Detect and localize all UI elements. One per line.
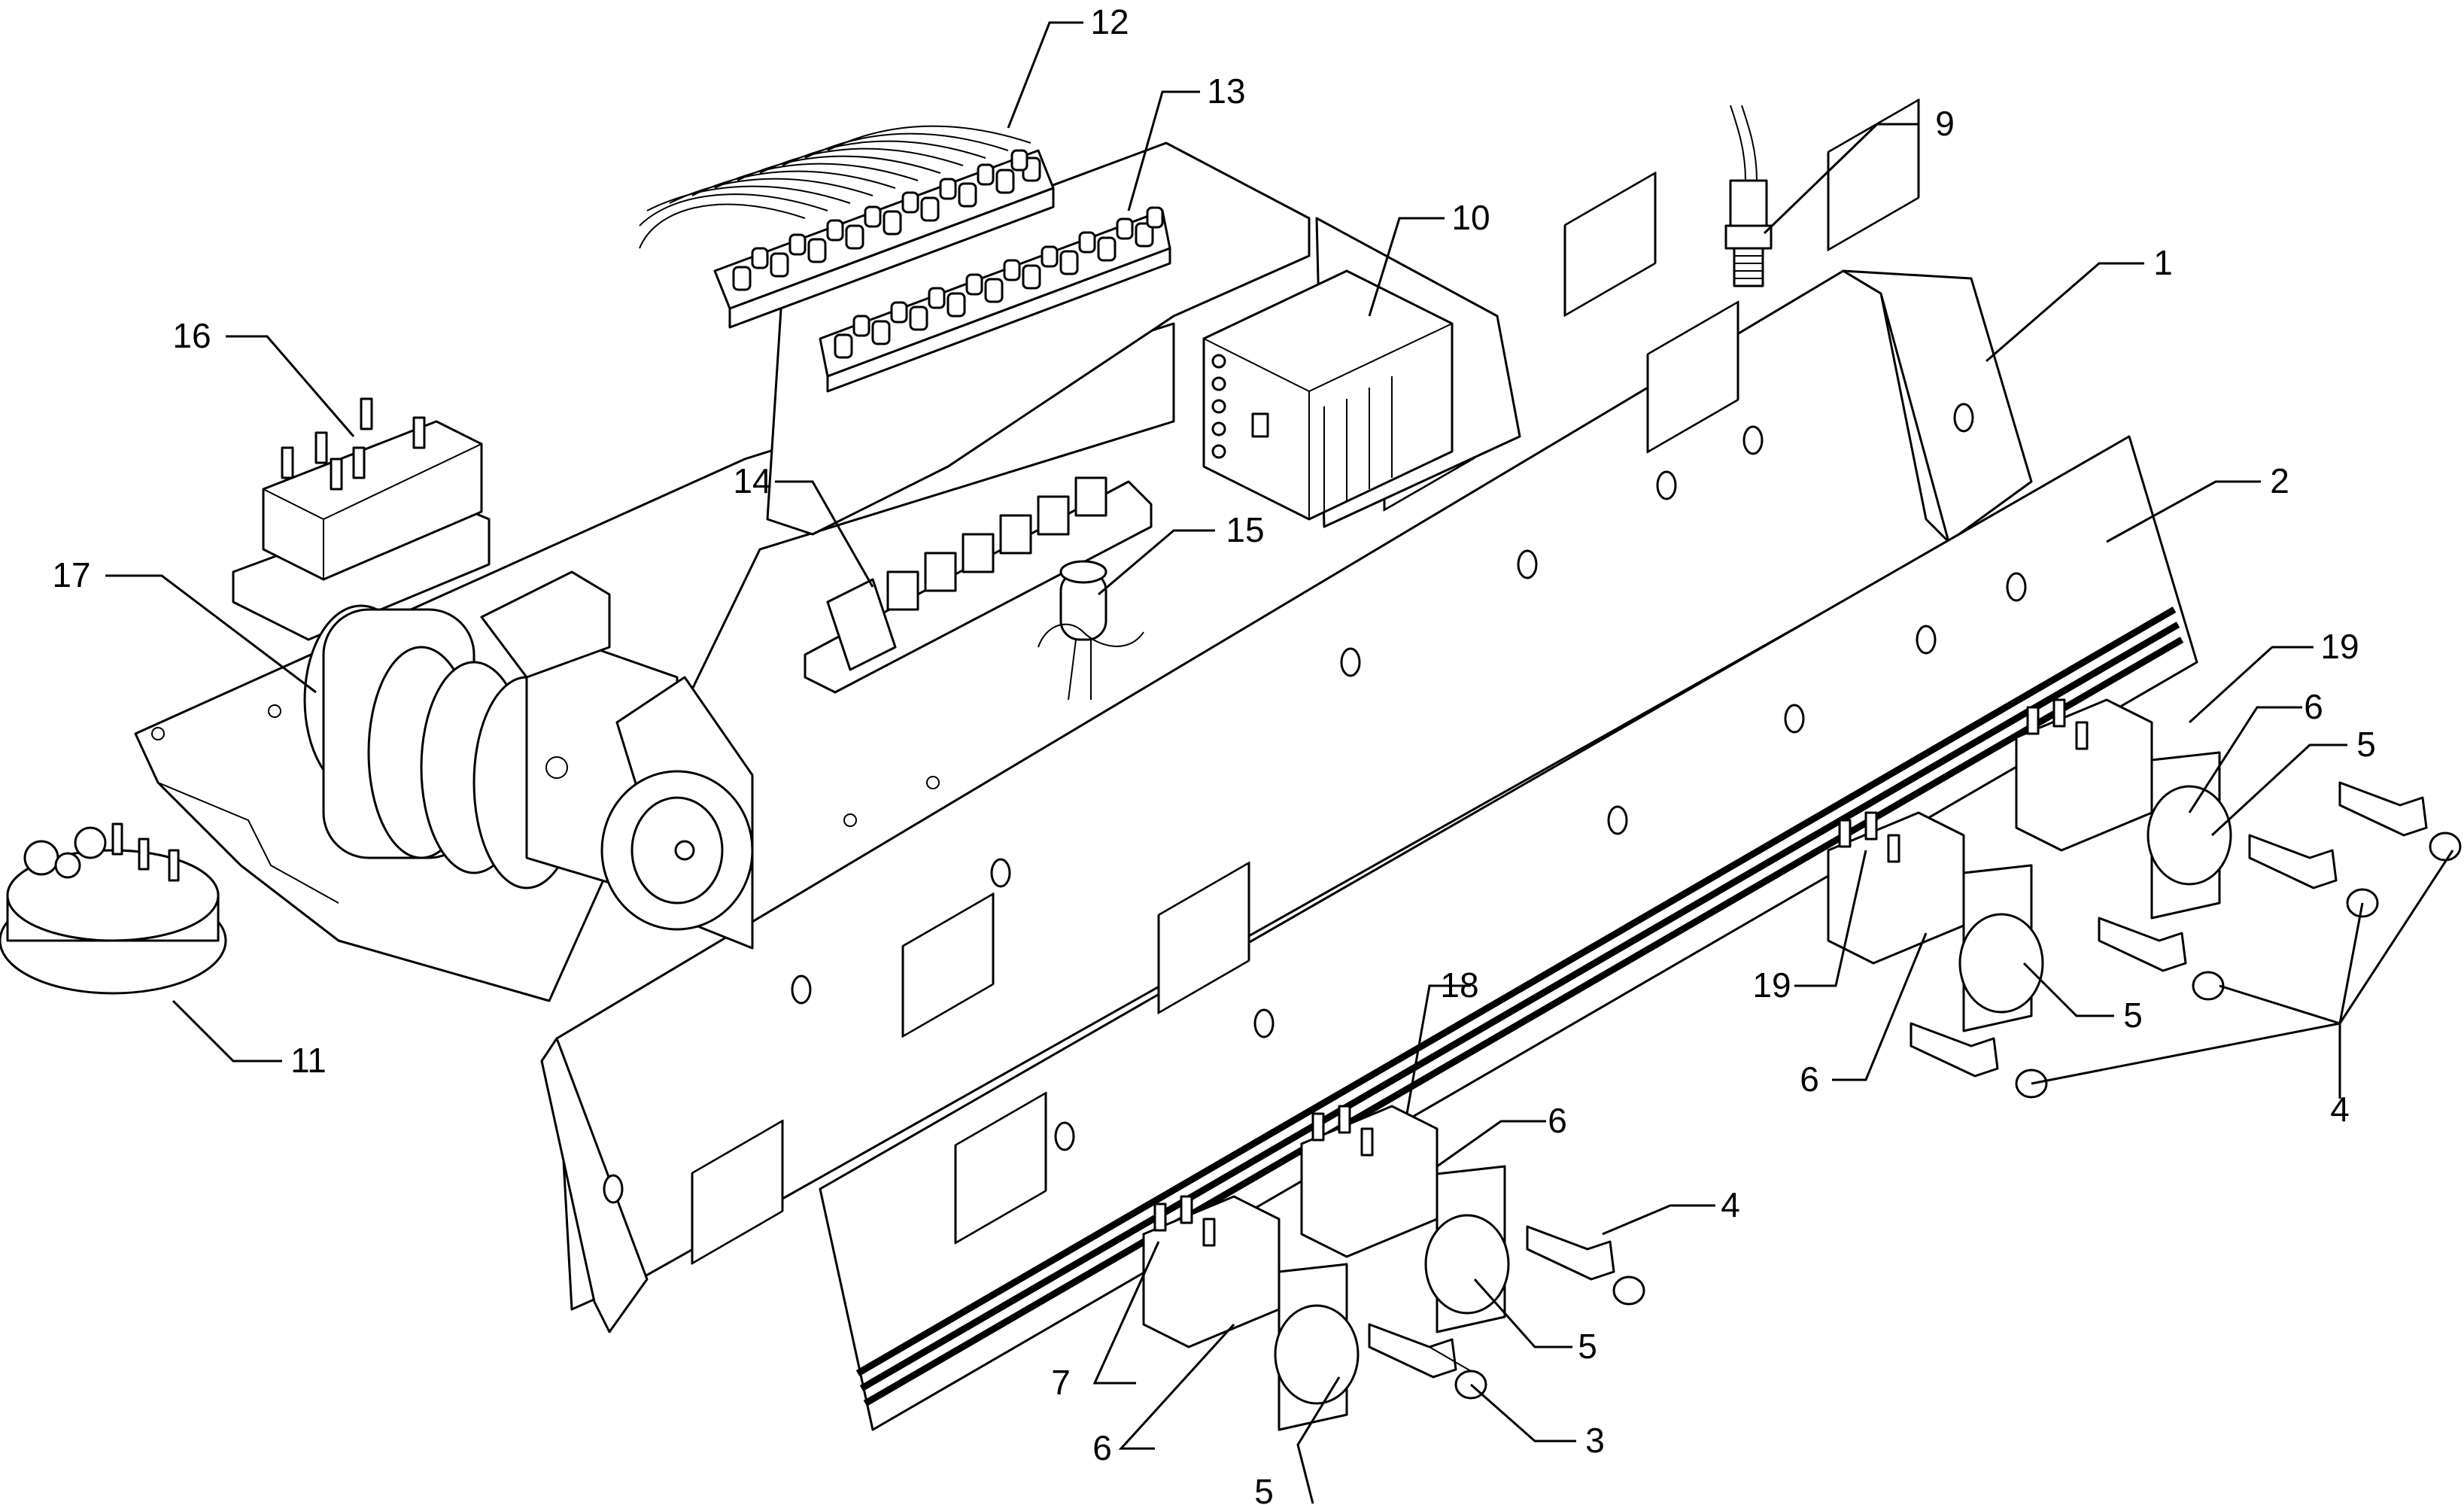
terminal-block-13 [804, 476, 1153, 694]
switch-17-5 [1300, 1105, 1510, 1333]
callout-6-front-a: 6 [1548, 1101, 1567, 1140]
lamp-4-b [2098, 917, 2225, 1001]
callout-5-front-b: 5 [1254, 1472, 1274, 1505]
callout-17: 18 [1440, 965, 1478, 1005]
callout-6-top: 6 [2304, 687, 2323, 726]
panel-1 [540, 172, 2033, 1333]
callout-11: 12 [1090, 2, 1129, 41]
timer-16 [303, 570, 754, 950]
callout-12: 13 [1207, 71, 1245, 111]
callout-8: 9 [1935, 104, 1955, 143]
callout-9: 10 [1451, 198, 1490, 237]
callout-19: 19 [1752, 965, 1791, 1005]
callout-labels: 12 13 10 9 1 2 16 14 15 17 11 19 6 5 19 … [52, 2, 2375, 1505]
callout-2: 2 [2270, 461, 2289, 500]
callout-7: 7 [1051, 1363, 1071, 1402]
callout-6-mid: 6 [1800, 1060, 1819, 1099]
callout-1: 1 [2153, 243, 2173, 282]
callout-4-group: 4 [2330, 1090, 2350, 1129]
callout-16: 17 [52, 555, 90, 594]
panel-2 [819, 99, 2198, 1431]
leader-lines [105, 21, 2454, 1504]
callout-10: 11 [290, 1041, 327, 1080]
lamp-3 [1368, 1323, 1487, 1400]
callout-4-front: 4 [1721, 1185, 1740, 1224]
callout-14: 15 [1226, 510, 1264, 549]
lamp-4-a [1910, 1022, 2048, 1099]
lamp-4-d [2338, 781, 2462, 862]
callout-18: 19 [2320, 627, 2359, 666]
callout-5-top: 5 [2356, 725, 2376, 764]
callout-5-mid: 5 [2123, 996, 2143, 1035]
callout-3: 3 [1585, 1421, 1605, 1460]
terminal-strip-12 [819, 206, 1171, 393]
relay-15 [232, 397, 491, 641]
switch-18-5 [2015, 698, 2232, 920]
switch-19-5 [1827, 811, 2044, 1032]
callout-15: 16 [172, 316, 211, 355]
probe-8 [1724, 105, 1773, 287]
capacitor-14 [1038, 560, 1144, 701]
contactor-9 [1202, 269, 1454, 521]
terminal-strip-11 [639, 125, 1055, 329]
lamp-4-c [2248, 834, 2379, 918]
callout-5-front-a: 5 [1578, 1327, 1597, 1366]
lamp-4-front [1526, 1225, 1645, 1306]
callout-6-front-b: 6 [1092, 1428, 1112, 1467]
callout-13: 14 [733, 461, 771, 500]
pressure-switch-10 [0, 822, 227, 995]
